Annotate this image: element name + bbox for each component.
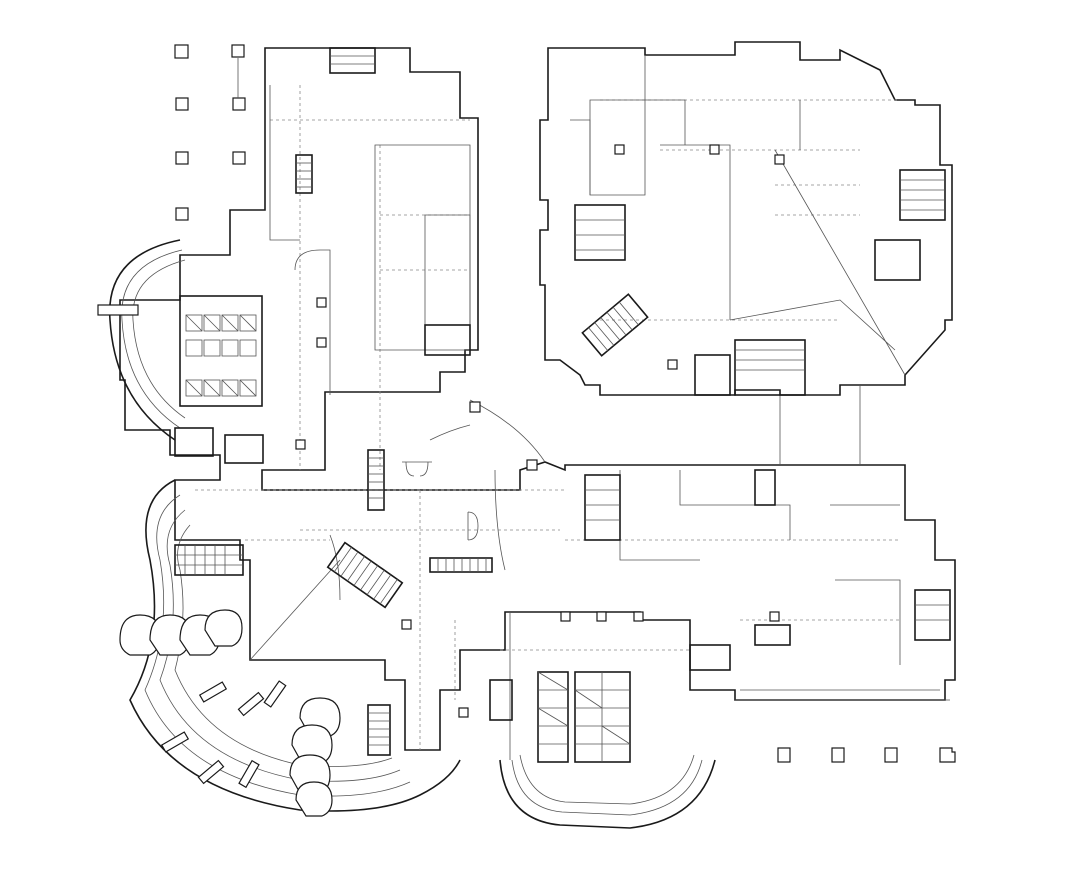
scallop-lobes xyxy=(119,609,341,817)
atrium-bridge xyxy=(97,304,139,316)
column xyxy=(231,44,245,58)
left-round-atrium xyxy=(97,239,263,441)
atrium-arc xyxy=(121,249,183,429)
column xyxy=(777,747,791,763)
elevator-cells xyxy=(185,314,257,397)
column xyxy=(175,207,189,221)
column xyxy=(831,747,845,763)
court-arc xyxy=(519,754,695,805)
right-block-wall xyxy=(539,41,953,396)
atrium-outer-arc xyxy=(108,239,181,441)
escalators xyxy=(174,154,649,756)
court-arc xyxy=(511,759,703,816)
terrace-arc xyxy=(144,494,411,797)
court-outer xyxy=(499,759,716,829)
elevator-stack xyxy=(574,671,631,763)
escalator-center xyxy=(367,449,385,511)
column xyxy=(884,747,898,763)
escalator-left-upper xyxy=(295,154,313,194)
terrace-arc xyxy=(159,509,401,782)
escalator-horizontal xyxy=(429,557,493,573)
column xyxy=(175,151,189,165)
elevator-core xyxy=(179,295,263,407)
fixtures xyxy=(295,144,785,718)
escalator-left-lower xyxy=(174,544,244,576)
column xyxy=(939,747,956,763)
escalator-right-upper xyxy=(581,293,649,357)
escalator-diagonal xyxy=(326,541,404,609)
bottom-court xyxy=(499,671,716,829)
escalator-bottom xyxy=(367,704,391,756)
column xyxy=(232,97,246,111)
left-wing-wall xyxy=(119,47,956,751)
interior-partitions xyxy=(269,55,950,760)
atrium-arc xyxy=(132,259,186,419)
stair-cores xyxy=(174,47,951,721)
elevator-stack xyxy=(537,671,569,763)
column xyxy=(232,151,246,165)
elevator-grid xyxy=(537,671,631,762)
column xyxy=(175,97,189,111)
left-columns xyxy=(174,44,246,221)
bottom-right-columns xyxy=(777,747,956,763)
building-outline xyxy=(119,41,956,763)
interior-dashed xyxy=(195,85,900,750)
terrace-outer xyxy=(129,479,461,812)
lower-left-terraces xyxy=(119,479,461,817)
diagonal-line xyxy=(249,559,341,661)
terrace-bridges xyxy=(160,680,287,789)
column xyxy=(174,44,189,59)
